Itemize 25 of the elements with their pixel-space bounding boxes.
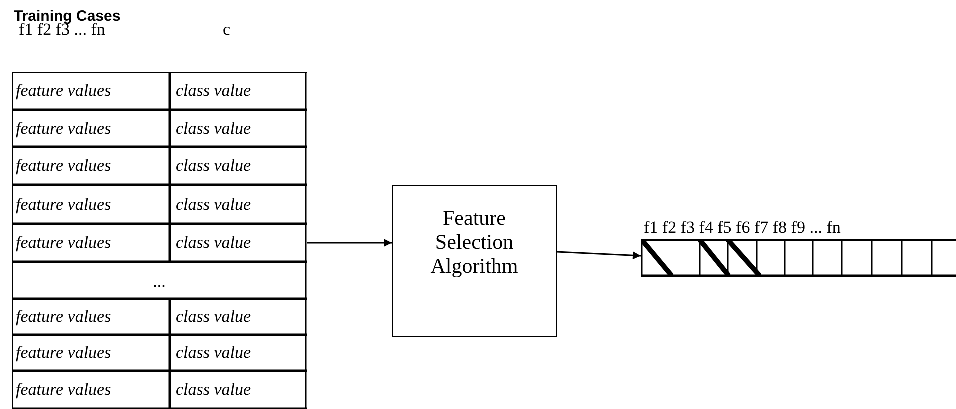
feature-values-cell: feature values xyxy=(16,156,112,176)
process-box xyxy=(392,185,557,337)
feature-values-cell: feature values xyxy=(16,81,112,101)
class-value-cell: class value xyxy=(176,194,252,214)
column-header: c xyxy=(223,20,231,40)
feature-strip xyxy=(641,239,956,277)
feature-names: f1 f2 f3 f4 f5 f6 f7 f8 f9 ... fn xyxy=(644,218,841,238)
feature-values-cell: feature values xyxy=(16,194,112,214)
arrow xyxy=(556,251,642,260)
class-value-cell: class value xyxy=(176,81,252,101)
class-value-cell: class value xyxy=(176,380,252,400)
box-label: Feature Selection Algorithm xyxy=(430,206,520,278)
feature-values-cell: feature values xyxy=(16,307,112,327)
class-value-cell: class value xyxy=(176,156,252,176)
class-value-cell: class value xyxy=(176,118,252,138)
feature-values-cell: feature values xyxy=(16,343,112,363)
class-value-cell: class value xyxy=(176,307,252,327)
ellipsis-row-text: ... xyxy=(152,272,167,292)
table-frame xyxy=(12,72,307,409)
feature-values-cell: feature values xyxy=(16,118,112,138)
class-value-cell: class value xyxy=(176,343,252,363)
feature-values-cell: feature values xyxy=(16,233,112,253)
arrow xyxy=(307,239,392,247)
feature-values-cell: feature values xyxy=(16,380,112,400)
class-value-cell: class value xyxy=(176,233,252,253)
